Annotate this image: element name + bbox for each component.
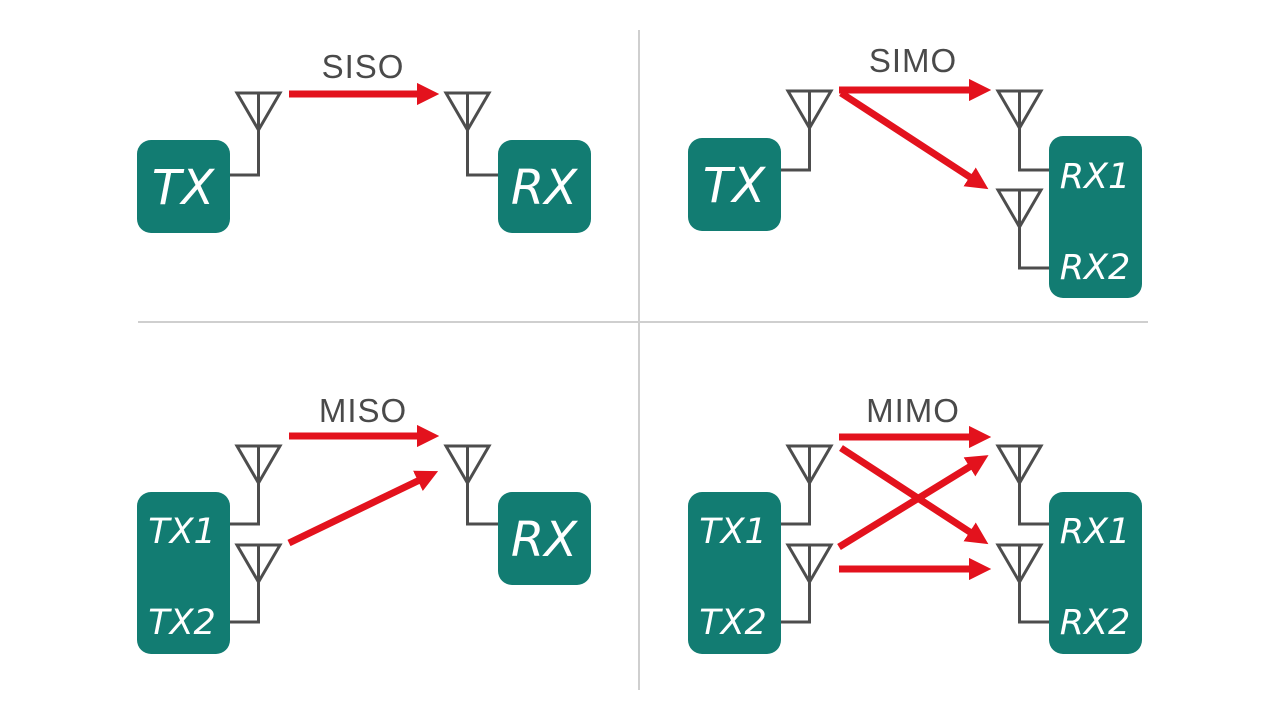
mimo-tx2-label: TX2 xyxy=(699,603,767,643)
siso-tx-box xyxy=(137,140,230,233)
simo-arrow-to-rx2 xyxy=(839,90,989,190)
simo-rx2-antenna-icon xyxy=(995,188,1049,270)
mimo-tx2-antenna-icon xyxy=(781,543,834,624)
miso-tx-box xyxy=(137,492,230,654)
mimo-panel: MIMO TX1 TX2 RX1 RX2 xyxy=(688,392,1142,654)
mimo-arrow-tx1-rx2 xyxy=(839,445,989,545)
miso-rx-label: RX xyxy=(511,512,578,568)
miso-rx-antenna-icon xyxy=(443,444,498,526)
simo-panel: SIMO TX RX1 RX2 xyxy=(688,42,1142,298)
miso-panel: MISO TX1 TX2 RX xyxy=(137,392,591,654)
mimo-title: MIMO xyxy=(866,392,960,429)
siso-title: SISO xyxy=(322,48,405,85)
mimo-arrow-tx2-rx1 xyxy=(837,455,989,550)
mimo-rx2-antenna-icon xyxy=(995,543,1049,624)
miso-rx-box xyxy=(498,492,591,585)
miso-tx2-antenna-icon xyxy=(230,543,283,624)
siso-tx-label: TX xyxy=(152,160,215,216)
mimo-rx-box xyxy=(1049,492,1142,654)
mimo-rx1-label: RX1 xyxy=(1060,512,1131,552)
siso-tx-antenna-icon xyxy=(230,91,283,177)
siso-rx-box xyxy=(498,140,591,233)
siso-panel: SISO TX RX xyxy=(137,48,591,233)
miso-title: MISO xyxy=(319,392,407,429)
miso-tx1-antenna-icon xyxy=(230,444,283,526)
simo-rx2-label: RX2 xyxy=(1060,248,1131,288)
mimo-rx1-antenna-icon xyxy=(995,444,1049,526)
simo-tx-label: TX xyxy=(703,158,766,214)
mimo-rx2-label: RX2 xyxy=(1060,603,1131,643)
siso-rx-label: RX xyxy=(511,160,578,216)
simo-tx-box xyxy=(688,138,781,231)
miso-tx1-label: TX1 xyxy=(148,512,216,552)
simo-title: SIMO xyxy=(869,42,957,79)
mimo-tx1-label: TX1 xyxy=(699,512,767,552)
simo-rx1-label: RX1 xyxy=(1060,157,1131,197)
siso-rx-antenna-icon xyxy=(443,91,498,177)
miso-arrow-from-tx2 xyxy=(287,470,439,547)
mimo-tx-box xyxy=(688,492,781,654)
mimo-tx1-antenna-icon xyxy=(781,444,834,526)
simo-rx1-antenna-icon xyxy=(995,89,1049,172)
miso-tx2-label: TX2 xyxy=(148,603,216,643)
simo-tx-antenna-icon xyxy=(781,89,834,172)
simo-rx-box xyxy=(1049,136,1142,298)
